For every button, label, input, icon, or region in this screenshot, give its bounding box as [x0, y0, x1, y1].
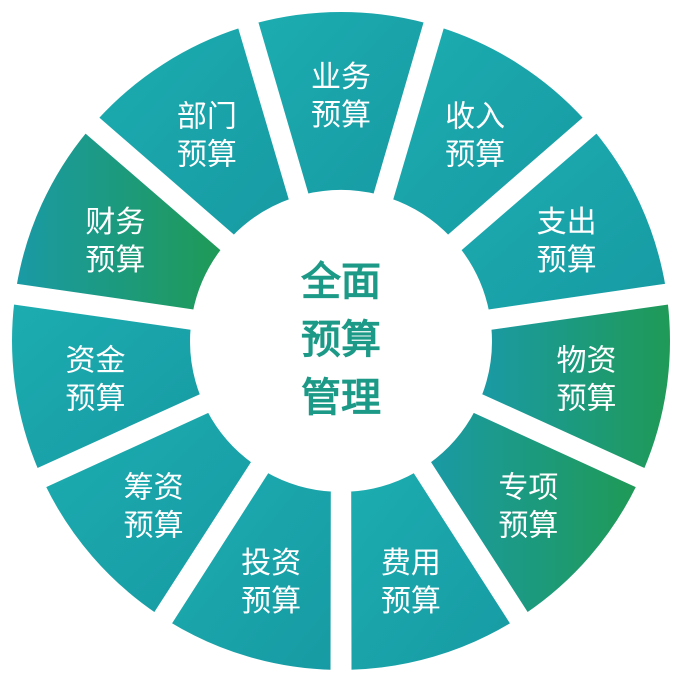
wheel-segment-shape	[386, 21, 590, 242]
wheel-segment-label-line-2: 预算	[124, 508, 184, 543]
wheel-segment-shape	[6, 298, 207, 475]
wheel-segment-shape	[10, 126, 228, 316]
wheel-segment-label-line-1: 专项	[498, 470, 558, 505]
wheel-segment-shape	[39, 406, 258, 620]
wheel-segment-label-line-2: 预算	[85, 243, 145, 278]
wheel-segment-label-line-2: 预算	[381, 584, 441, 619]
wheel-segment-shape	[164, 466, 337, 676]
wheel-segment-shape	[475, 298, 676, 475]
wheel-segment-label-line-2: 预算	[537, 243, 597, 278]
wheel-segment-label-line-1: 收入	[445, 99, 505, 134]
wheel-segment-label-line-2: 预算	[445, 137, 505, 172]
wheel-segment-label-line-1: 部门	[177, 99, 237, 134]
wheel-segment-shape	[92, 21, 296, 242]
wheel-segment-label-line-1: 费用	[381, 546, 441, 581]
wheel-segment-label-line-1: 业务	[311, 60, 371, 95]
wheel-segment-label-line-2: 预算	[241, 584, 301, 619]
wheel-segment-label-line-2: 预算	[311, 98, 371, 133]
wheel-segment-label-line-1: 资金	[66, 343, 126, 378]
center-title: 全面 预算 管理	[300, 259, 381, 421]
wheel-segment-label-line-2: 预算	[498, 508, 558, 543]
wheel-segment-label-line-1: 筹资	[124, 470, 184, 505]
wheel-segment-label-line-1: 支出	[537, 205, 597, 240]
center-title-line-3: 管理	[301, 375, 381, 421]
wheel-segment-label-line-2: 预算	[66, 381, 126, 416]
center-title-line-1: 全面	[300, 259, 381, 305]
wheel-segment-label-line-2: 预算	[177, 137, 237, 172]
wheel-segment-label-line-1: 物资	[557, 343, 617, 378]
wheel-segment-label-line-1: 投资	[241, 546, 301, 581]
wheel-segment-shape	[251, 5, 431, 201]
wheel-segment-shape	[454, 126, 672, 316]
center-title-line-2: 预算	[301, 317, 381, 363]
segments-layer: 业务预算收入预算支出预算物资预算专项预算费用预算投资预算筹资预算资金预算财务预算…	[6, 5, 676, 676]
wheel-segment-shape	[424, 406, 643, 620]
wheel-segment-shape	[345, 466, 518, 676]
wheel-segment-label-line-1: 财务	[85, 205, 145, 240]
wheel-segment-label-line-2: 预算	[557, 381, 617, 416]
